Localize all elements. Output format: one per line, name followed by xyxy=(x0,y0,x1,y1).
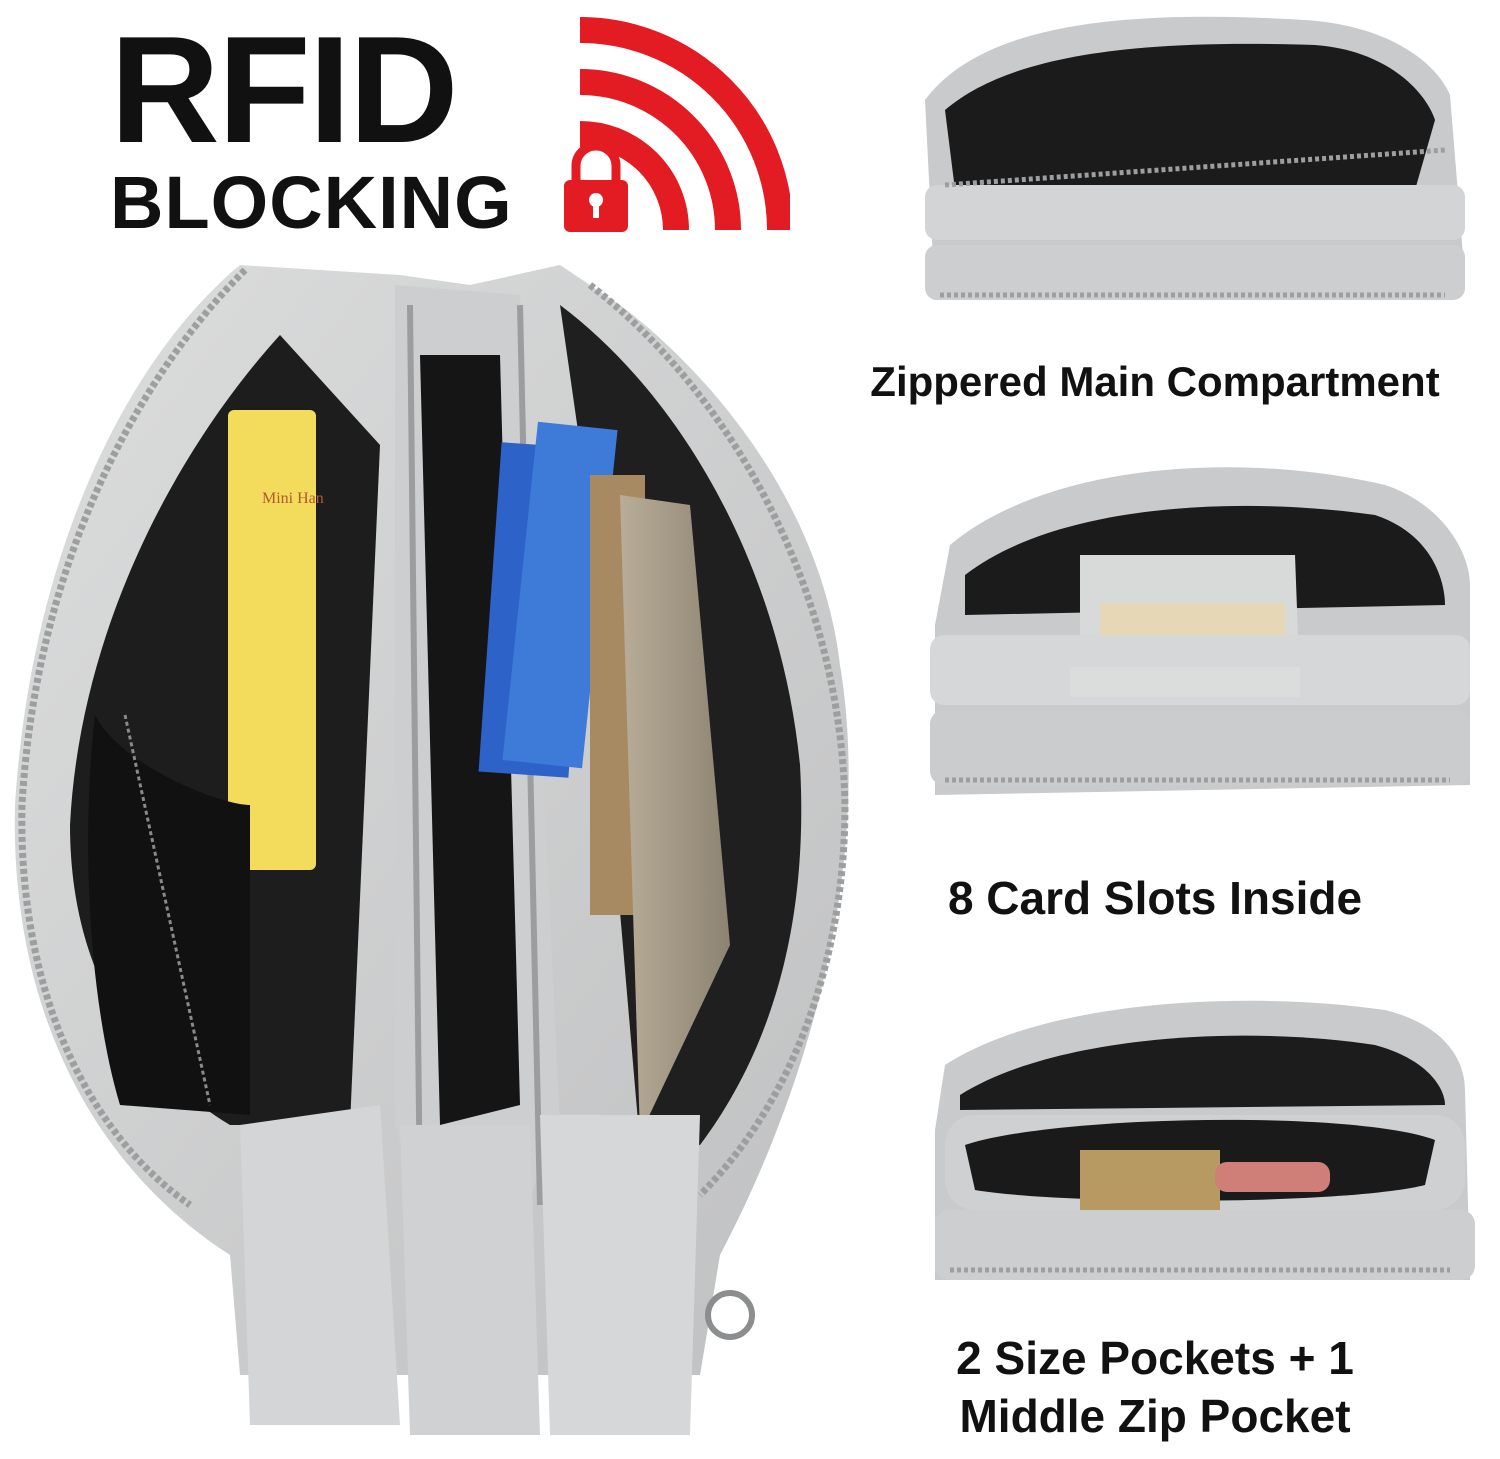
main-wallet-photo: Mini Han xyxy=(14,265,849,1435)
strap-ring xyxy=(705,1290,755,1340)
padlock-icon xyxy=(564,141,628,232)
lipstick xyxy=(1080,1150,1220,1210)
card-slots-photo xyxy=(930,467,1470,795)
caption-pockets-line1: 2 Size Pockets + 1 xyxy=(956,1332,1354,1384)
caption-pockets: 2 Size Pockets + 1 Middle Zip Pocket xyxy=(840,1330,1470,1445)
cash-stack xyxy=(620,495,730,1135)
rfid-title: RFID xyxy=(110,5,459,175)
rfid-blocking-badge: RFID BLOCKING xyxy=(100,0,800,250)
front-panel-middle xyxy=(400,1125,540,1435)
svg-text:Mini Han: Mini Han xyxy=(262,490,324,507)
credit-card xyxy=(502,421,618,769)
front-panel-left xyxy=(240,1105,400,1425)
front-panel-right xyxy=(540,1115,700,1435)
main-compartment-photo xyxy=(925,16,1465,301)
pockets-photo xyxy=(935,1000,1475,1280)
caption-main-compartment: Zippered Main Compartment xyxy=(870,358,1440,405)
hand-cream-tube xyxy=(228,410,316,870)
caption-pockets-line2: Middle Zip Pocket xyxy=(959,1389,1351,1442)
caption-card-slots: 8 Card Slots Inside xyxy=(947,872,1363,924)
lock-signal-icon xyxy=(564,17,790,232)
blocking-subtitle: BLOCKING xyxy=(110,161,513,244)
